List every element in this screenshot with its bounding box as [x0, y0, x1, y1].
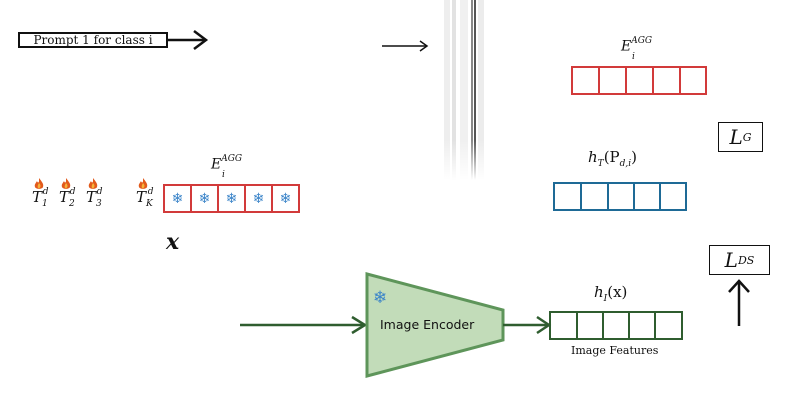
image-encoder: [365, 272, 505, 378]
loss-global-base: L: [729, 125, 743, 149]
agg-label-sup: AGG: [221, 154, 243, 164]
embedding-cell: [573, 68, 600, 93]
text-feature-base: h: [588, 148, 598, 166]
embedding-cell: [656, 313, 681, 338]
token-base: T: [32, 188, 43, 206]
embedding-cell: [582, 184, 609, 209]
input-arrow: [240, 315, 368, 335]
token-sub: 1: [42, 199, 48, 209]
embedding-cell: [681, 68, 705, 93]
token-base: T: [136, 188, 147, 206]
agg-embedding-left: ❄ ❄ ❄ ❄ ❄: [163, 184, 300, 213]
text-feature-arg-sub: d,i: [619, 159, 632, 169]
image-feature-sub: I: [603, 294, 608, 304]
token-sup: d: [147, 187, 154, 197]
snowflake-icon: ❄: [219, 186, 246, 211]
connector-arrow: [382, 40, 429, 52]
embedding-cell: [661, 184, 685, 209]
text-feature-arg: (P: [603, 148, 620, 166]
text-feature-close: ): [631, 148, 638, 166]
text-feature-label: hT(Pd,i): [588, 148, 637, 169]
token-sup: d: [42, 187, 49, 197]
embedding-cell: [609, 184, 635, 209]
agg-label-base: E: [621, 38, 632, 55]
token-sup: d: [96, 187, 103, 197]
token-k: TKd: [136, 178, 166, 212]
image-feature-arg: (x): [607, 283, 628, 301]
prompt-box: Prompt 1 for class i: [18, 32, 168, 48]
token-base: T: [86, 188, 97, 206]
prompt-arrow: [168, 30, 209, 50]
agg-label-sub: i: [222, 170, 225, 180]
loss-ds-arrow: [728, 279, 750, 326]
embedding-cell: [600, 68, 627, 93]
image-feature-embedding: [549, 311, 683, 340]
image-feature-label: hI(x): [594, 283, 627, 304]
flame-icon: [138, 178, 148, 189]
loss-global-sub: G: [742, 130, 752, 144]
embedding-cell: [604, 313, 630, 338]
prompt-tokens: T1d T2d T3d: [32, 178, 132, 212]
embedding-cell: [555, 184, 582, 209]
image-feature-base: h: [594, 283, 604, 301]
loss-ds-sub: DS: [737, 253, 755, 267]
embedding-cell: [551, 313, 578, 338]
token-sub: 3: [96, 199, 102, 209]
agg-label-sub: i: [632, 52, 635, 62]
embedding-cell: [654, 68, 681, 93]
prompt-label: Prompt 1 for class i: [33, 33, 153, 47]
snowflake-icon: ❄: [279, 190, 292, 207]
snowflake-icon: ❄: [246, 186, 273, 211]
token-base: T: [59, 188, 70, 206]
snowflake-icon: ❄: [192, 186, 219, 211]
loss-ds-base: L: [724, 248, 738, 272]
flame-icon: [88, 178, 98, 189]
embedding-cell: [578, 313, 604, 338]
token-sup: d: [69, 187, 76, 197]
text-feature-sub: T: [597, 159, 604, 169]
embedding-cell: [627, 68, 654, 93]
agg-label-sup: AGG: [631, 36, 653, 46]
snowflake-icon: ❄: [165, 186, 192, 211]
embedding-cell: [630, 313, 656, 338]
agg-label-base: E: [211, 156, 222, 173]
agg-embedding-label-top: EAGG i: [621, 36, 681, 64]
image-encoder-label: Image Encoder: [380, 317, 475, 332]
agg-embedding-label-left: EAGG i: [211, 154, 271, 182]
encoder-output-arrow: [503, 315, 552, 335]
embedding-cell: [635, 184, 661, 209]
text-encoder-edge: [438, 0, 490, 180]
flame-icon: [34, 178, 44, 189]
token-sub: K: [146, 199, 153, 209]
text-feature-embedding: [553, 182, 687, 211]
image-features-label: Image Features: [571, 344, 659, 357]
snowflake-icon: ❄: [373, 288, 388, 308]
agg-embedding-top: [571, 66, 707, 95]
flame-icon: [61, 178, 71, 189]
input-symbol: x: [166, 229, 180, 255]
token-sub: 2: [69, 199, 75, 209]
